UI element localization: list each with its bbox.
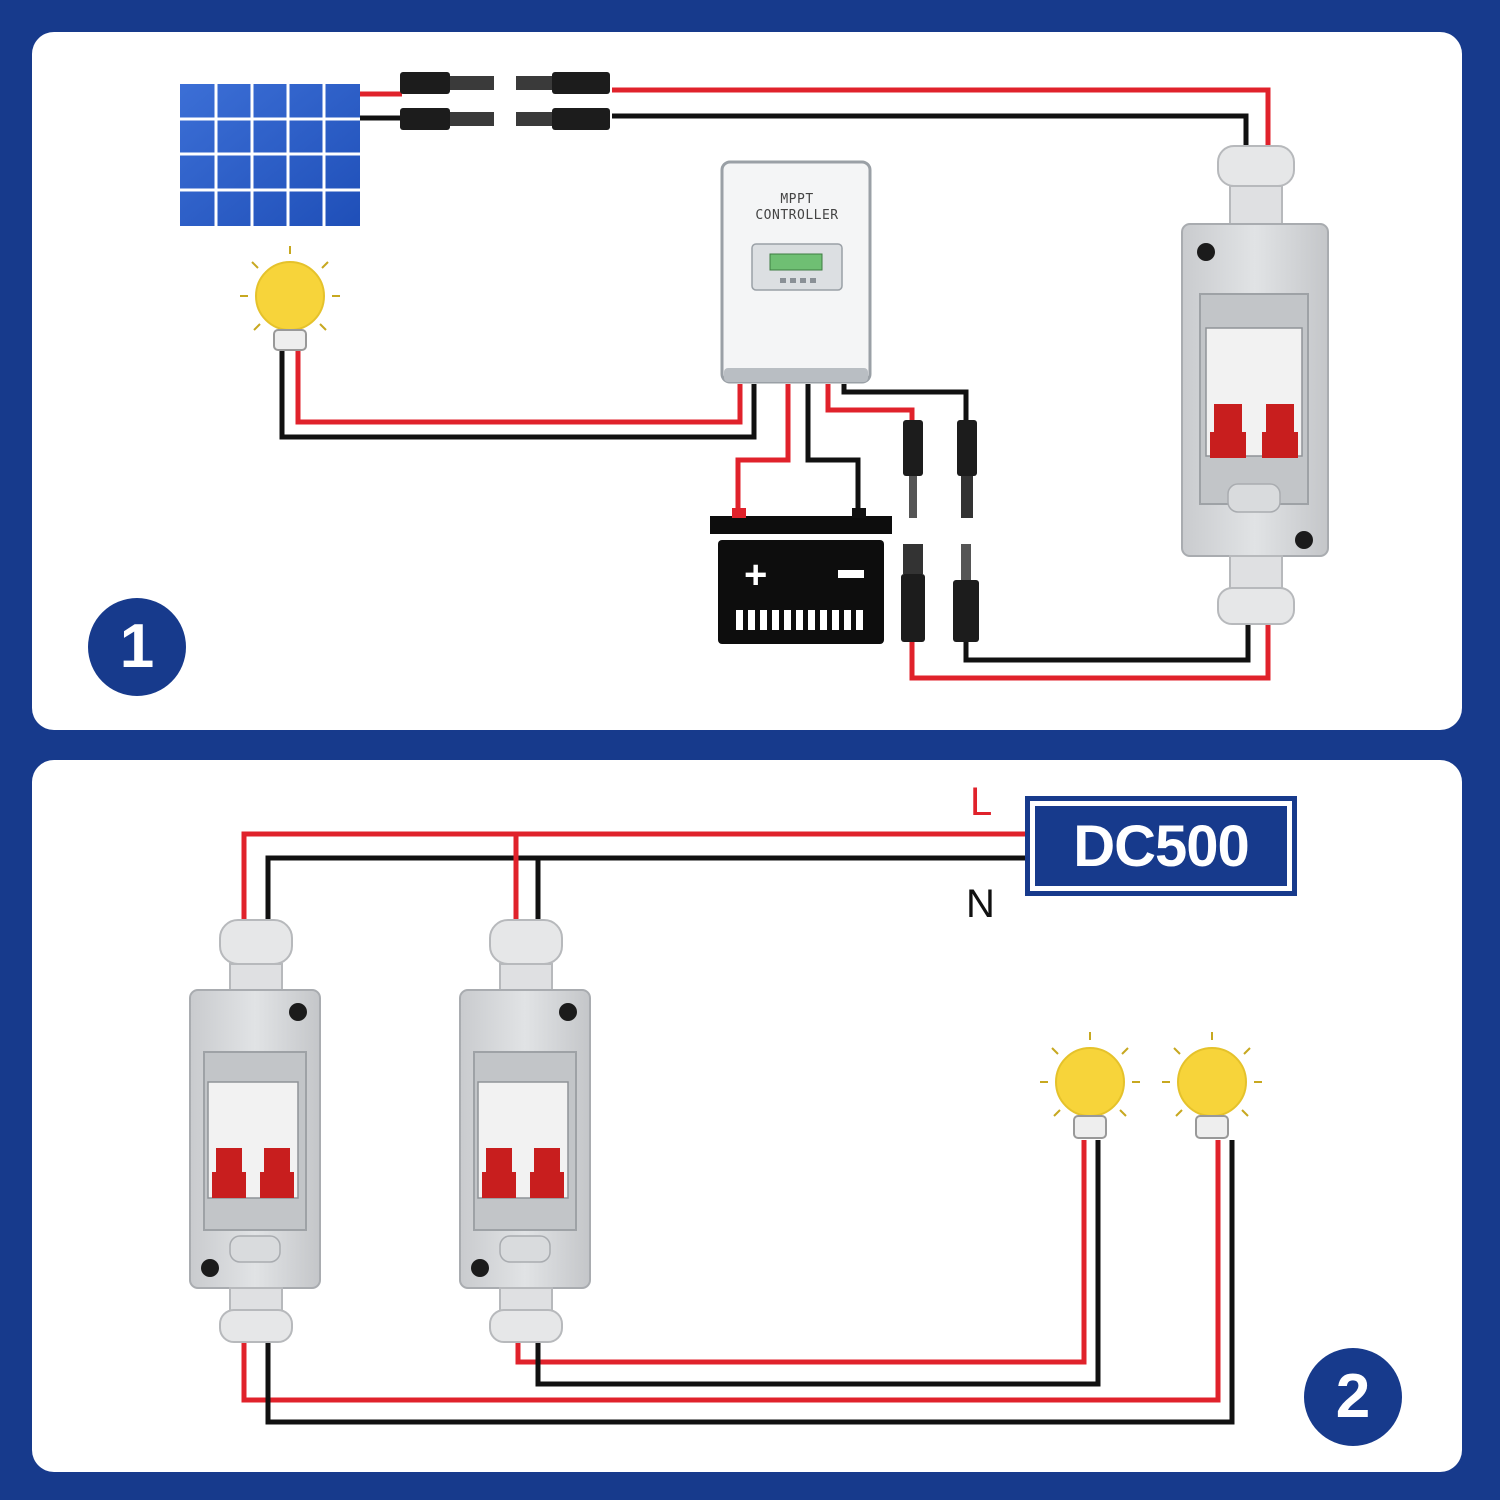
dc-source-label: DC500 <box>1035 806 1287 886</box>
lamp <box>1162 1032 1262 1139</box>
pv-to-switch-wires <box>357 87 1271 147</box>
wiring-diagram-1: + <box>180 72 1329 681</box>
step-number-badge: 2 <box>1304 1348 1402 1446</box>
dc-disconnect-switch <box>459 919 591 1343</box>
mc4-connectors-top <box>400 72 610 130</box>
step-number-badge: 1 <box>88 598 186 696</box>
wire-label-n: N <box>966 882 995 926</box>
battery: + <box>710 508 892 644</box>
wiring-diagram-2 <box>189 831 1262 1425</box>
wire-label-l: L <box>970 780 993 824</box>
diagram-panel-1: + <box>32 32 1462 730</box>
mc4-connectors-vertical <box>901 420 979 642</box>
load-wires <box>241 1140 1235 1425</box>
diagram-panel-2: L N DC500 2 <box>32 760 1462 1472</box>
dc-disconnect-switch <box>189 919 321 1343</box>
solar-panel <box>180 84 360 226</box>
battery-plus-sign: + <box>744 553 767 597</box>
lamp <box>1040 1032 1140 1139</box>
dc-disconnect-switch <box>1181 145 1329 625</box>
mppt-controller <box>720 160 872 384</box>
controller-wires <box>279 350 1271 681</box>
controller-label: MPPT CONTROLLER <box>755 192 839 223</box>
battery-minus-sign <box>838 570 864 578</box>
lamp <box>240 246 340 351</box>
dc-source-box: DC500 <box>1025 796 1297 896</box>
supply-wires <box>241 831 1025 920</box>
